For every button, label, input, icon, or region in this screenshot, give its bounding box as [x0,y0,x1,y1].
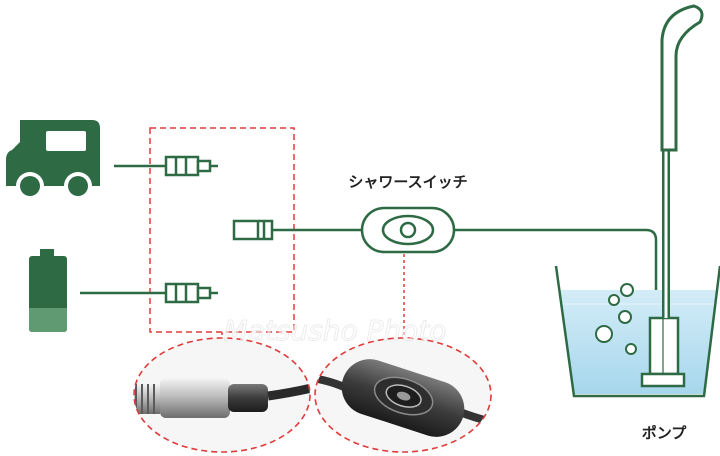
shower-switch-label: シャワースイッチ [348,173,467,191]
car-icon [6,120,100,200]
switch-zoom [314,337,492,453]
cable-connector-zoom [133,337,311,453]
water-container [554,265,720,398]
main-cable [272,228,658,318]
battery-plug [164,282,218,304]
car-plug [164,155,218,177]
socket-connector [232,219,274,241]
shower-switch-icon [360,206,456,254]
battery-icon [29,249,67,332]
shower-pipe [660,4,704,318]
pump-label: ポンプ [642,424,688,442]
watermark: Matsusho Photo [224,314,447,347]
bubbles [595,283,637,355]
